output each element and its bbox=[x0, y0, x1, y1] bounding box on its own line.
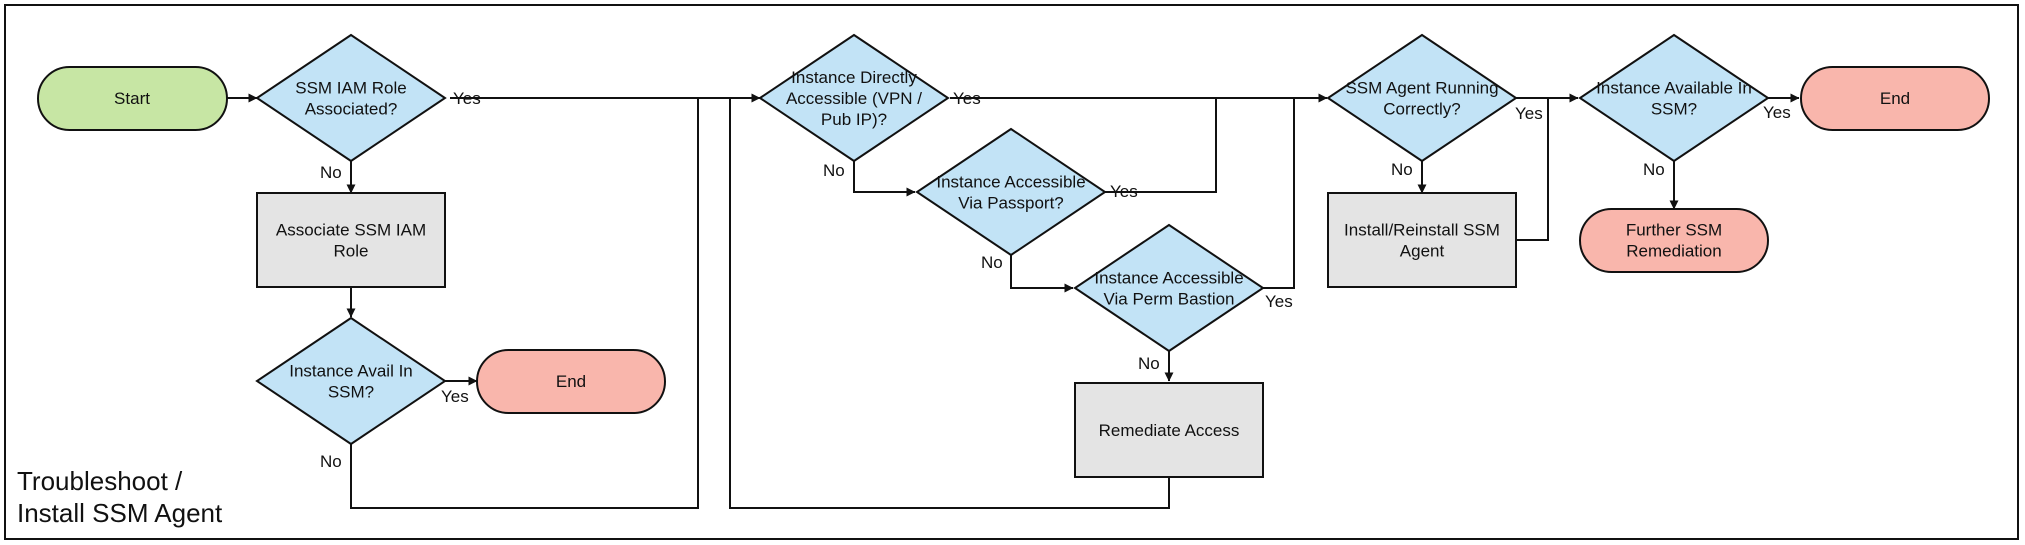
node-label-line: Via Passport? bbox=[958, 194, 1064, 213]
node-label-line: Agent bbox=[1400, 242, 1445, 261]
process-remediate-access: Remediate Access bbox=[1074, 382, 1264, 478]
label-avail2-yes: Yes bbox=[1763, 103, 1791, 122]
label-direct-yes: Yes bbox=[953, 89, 981, 108]
decision-avail-ssm-1: Instance Avail In SSM? bbox=[255, 316, 447, 446]
edge-avail1-no-to-direct bbox=[350, 98, 699, 509]
node-label-line: Remediate Access bbox=[1099, 421, 1240, 440]
edge-install-to-avail2 bbox=[1516, 98, 1549, 241]
node-label-line: Role bbox=[334, 242, 369, 261]
edge-direct-no-to-passport bbox=[853, 161, 916, 197]
edge-labels: Yes No Yes No Yes No Yes No Yes No Yes N… bbox=[320, 89, 1791, 471]
end-further-remediation: Further SSM Remediation bbox=[1579, 208, 1769, 273]
node-label-line: SSM IAM Role bbox=[295, 79, 406, 98]
edge-passport-yes-to-agent bbox=[1105, 98, 1217, 193]
node-label-line: Instance Accessible bbox=[936, 173, 1085, 192]
label-agent-no: No bbox=[1391, 160, 1413, 179]
process-install-agent: Install/Reinstall SSM Agent bbox=[1327, 192, 1517, 288]
node-label-associate-role: Associate SSM IAM Role bbox=[276, 221, 426, 261]
decision-avail-ssm-2: Instance Available In SSM? bbox=[1578, 33, 1770, 163]
label-passport-no: No bbox=[981, 253, 1003, 272]
label-passport-yes: Yes bbox=[1110, 182, 1138, 201]
node-label-line: Correctly? bbox=[1383, 100, 1460, 119]
node-label-line: Accessible (VPN / bbox=[786, 89, 922, 108]
label-avail1-no: No bbox=[320, 452, 342, 471]
node-label-end-1: End bbox=[556, 372, 586, 391]
edge-remediate-to-direct bbox=[729, 98, 1170, 509]
label-iam-yes: Yes bbox=[453, 89, 481, 108]
node-label-line: End bbox=[556, 372, 586, 391]
label-avail1-yes: Yes bbox=[441, 387, 469, 406]
node-label-end-2: End bbox=[1880, 89, 1910, 108]
edge-passport-no-to-bastion bbox=[1010, 254, 1074, 293]
label-bastion-no: No bbox=[1138, 354, 1160, 373]
node-label-line: Remediation bbox=[1626, 242, 1721, 261]
node-label-line: Start bbox=[114, 89, 150, 108]
node-label-line: Instance Directly bbox=[791, 68, 917, 87]
label-bastion-yes: Yes bbox=[1265, 292, 1293, 311]
node-label-line: Install/Reinstall SSM bbox=[1344, 221, 1500, 240]
diagram-title: Troubleshoot / Install SSM Agent bbox=[17, 466, 223, 528]
edges bbox=[227, 93, 1800, 509]
node-label-further: Further SSM Remediation bbox=[1626, 221, 1722, 261]
start-terminal: Start bbox=[37, 66, 228, 131]
node-label-line: Associate SSM IAM bbox=[276, 221, 426, 240]
node-label-install-agent: Install/Reinstall SSM Agent bbox=[1344, 221, 1500, 261]
node-label-line: Instance Accessible bbox=[1094, 269, 1243, 288]
label-iam-no: No bbox=[320, 163, 342, 182]
diagram-title-line-1: Troubleshoot / bbox=[17, 466, 183, 496]
node-label-remediate: Remediate Access bbox=[1099, 421, 1240, 440]
end-terminal-2: End bbox=[1800, 66, 1990, 131]
node-label-avail-ssm-2: Instance Available In SSM? bbox=[1596, 79, 1752, 119]
node-label-start: Start bbox=[114, 89, 150, 108]
label-avail2-no: No bbox=[1643, 160, 1665, 179]
node-label-line: SSM Agent Running bbox=[1345, 79, 1498, 98]
node-label-line: Instance Available In bbox=[1596, 79, 1752, 98]
node-label-line: Further SSM bbox=[1626, 221, 1722, 240]
node-label-avail-ssm-1: Instance Avail In SSM? bbox=[289, 362, 413, 402]
diagram-title-line-2: Install SSM Agent bbox=[17, 498, 223, 528]
label-agent-yes: Yes bbox=[1515, 104, 1543, 123]
node-label-line: Pub IP)? bbox=[821, 110, 887, 129]
node-label-line: Associated? bbox=[305, 100, 398, 119]
edge-bastion-yes-to-agent bbox=[1263, 98, 1295, 289]
process-associate-role: Associate SSM IAM Role bbox=[256, 192, 446, 288]
node-label-line: SSM? bbox=[1651, 100, 1697, 119]
node-label-line: Via Perm Bastion bbox=[1103, 290, 1234, 309]
end-terminal-1: End bbox=[476, 349, 666, 414]
label-direct-no: No bbox=[823, 161, 845, 180]
node-label-line: Instance Avail In bbox=[289, 362, 413, 381]
node-label-line: End bbox=[1880, 89, 1910, 108]
node-label-line: SSM? bbox=[328, 383, 374, 402]
